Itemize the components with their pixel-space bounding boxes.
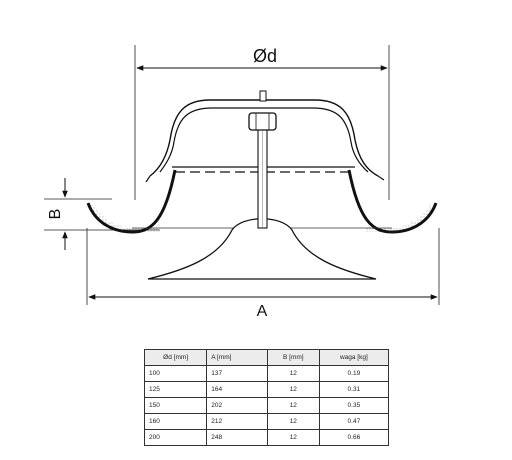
table-header-row: Ød [mm] A [mm] B [mm] waga [kg] — [143, 349, 390, 366]
table-cell: 12 — [266, 365, 320, 382]
table-cell: 160 — [143, 413, 208, 430]
table-cell: 100 — [143, 365, 208, 382]
table-cell: 164 — [206, 381, 268, 398]
height-dimension: B — [44, 178, 160, 250]
column-header: A [mm] — [206, 349, 268, 366]
table-cell: 202 — [206, 397, 268, 414]
table-cell: 137 — [206, 365, 268, 382]
table-cell: 12 — [266, 397, 320, 414]
table-cell: 200 — [143, 429, 208, 446]
table-cell: 12 — [266, 413, 320, 430]
height-label: B — [47, 209, 64, 220]
column-header: Ød [mm] — [143, 349, 208, 366]
table-cell: 0.35 — [318, 397, 390, 414]
width-dimension: A — [86, 228, 440, 320]
table-cell: 0.31 — [318, 381, 390, 398]
table-row: 125 164 12 0.31 — [143, 381, 390, 398]
table-cell: 12 — [266, 381, 320, 398]
table-row: 150 202 12 0.35 — [143, 397, 390, 414]
table-cell: 12 — [266, 429, 320, 446]
width-label: A — [257, 303, 268, 320]
table-cell: 0.66 — [318, 429, 390, 446]
diameter-label: Ød — [253, 46, 277, 66]
table-cell: 0.19 — [318, 365, 390, 382]
diffuser-technical-drawing: Ød B A — [44, 45, 440, 320]
table-row: 200 248 12 0.66 — [143, 429, 390, 446]
nut — [248, 112, 277, 131]
threaded-rod — [257, 90, 268, 229]
table-cell: 212 — [206, 413, 268, 430]
column-header: B [mm] — [266, 349, 320, 366]
table-cell: 248 — [206, 429, 268, 446]
table-row: 100 137 12 0.19 — [143, 365, 390, 382]
column-header: waga [kg] — [318, 349, 390, 366]
table-cell: 125 — [143, 381, 208, 398]
specification-table: Ød [mm] A [mm] B [mm] waga [kg] 100 137 … — [143, 349, 390, 446]
table-cell: 0.47 — [318, 413, 390, 430]
table-cell: 150 — [143, 397, 208, 414]
diameter-dimension: Ød — [134, 45, 390, 200]
table-row: 160 212 12 0.47 — [143, 413, 390, 430]
